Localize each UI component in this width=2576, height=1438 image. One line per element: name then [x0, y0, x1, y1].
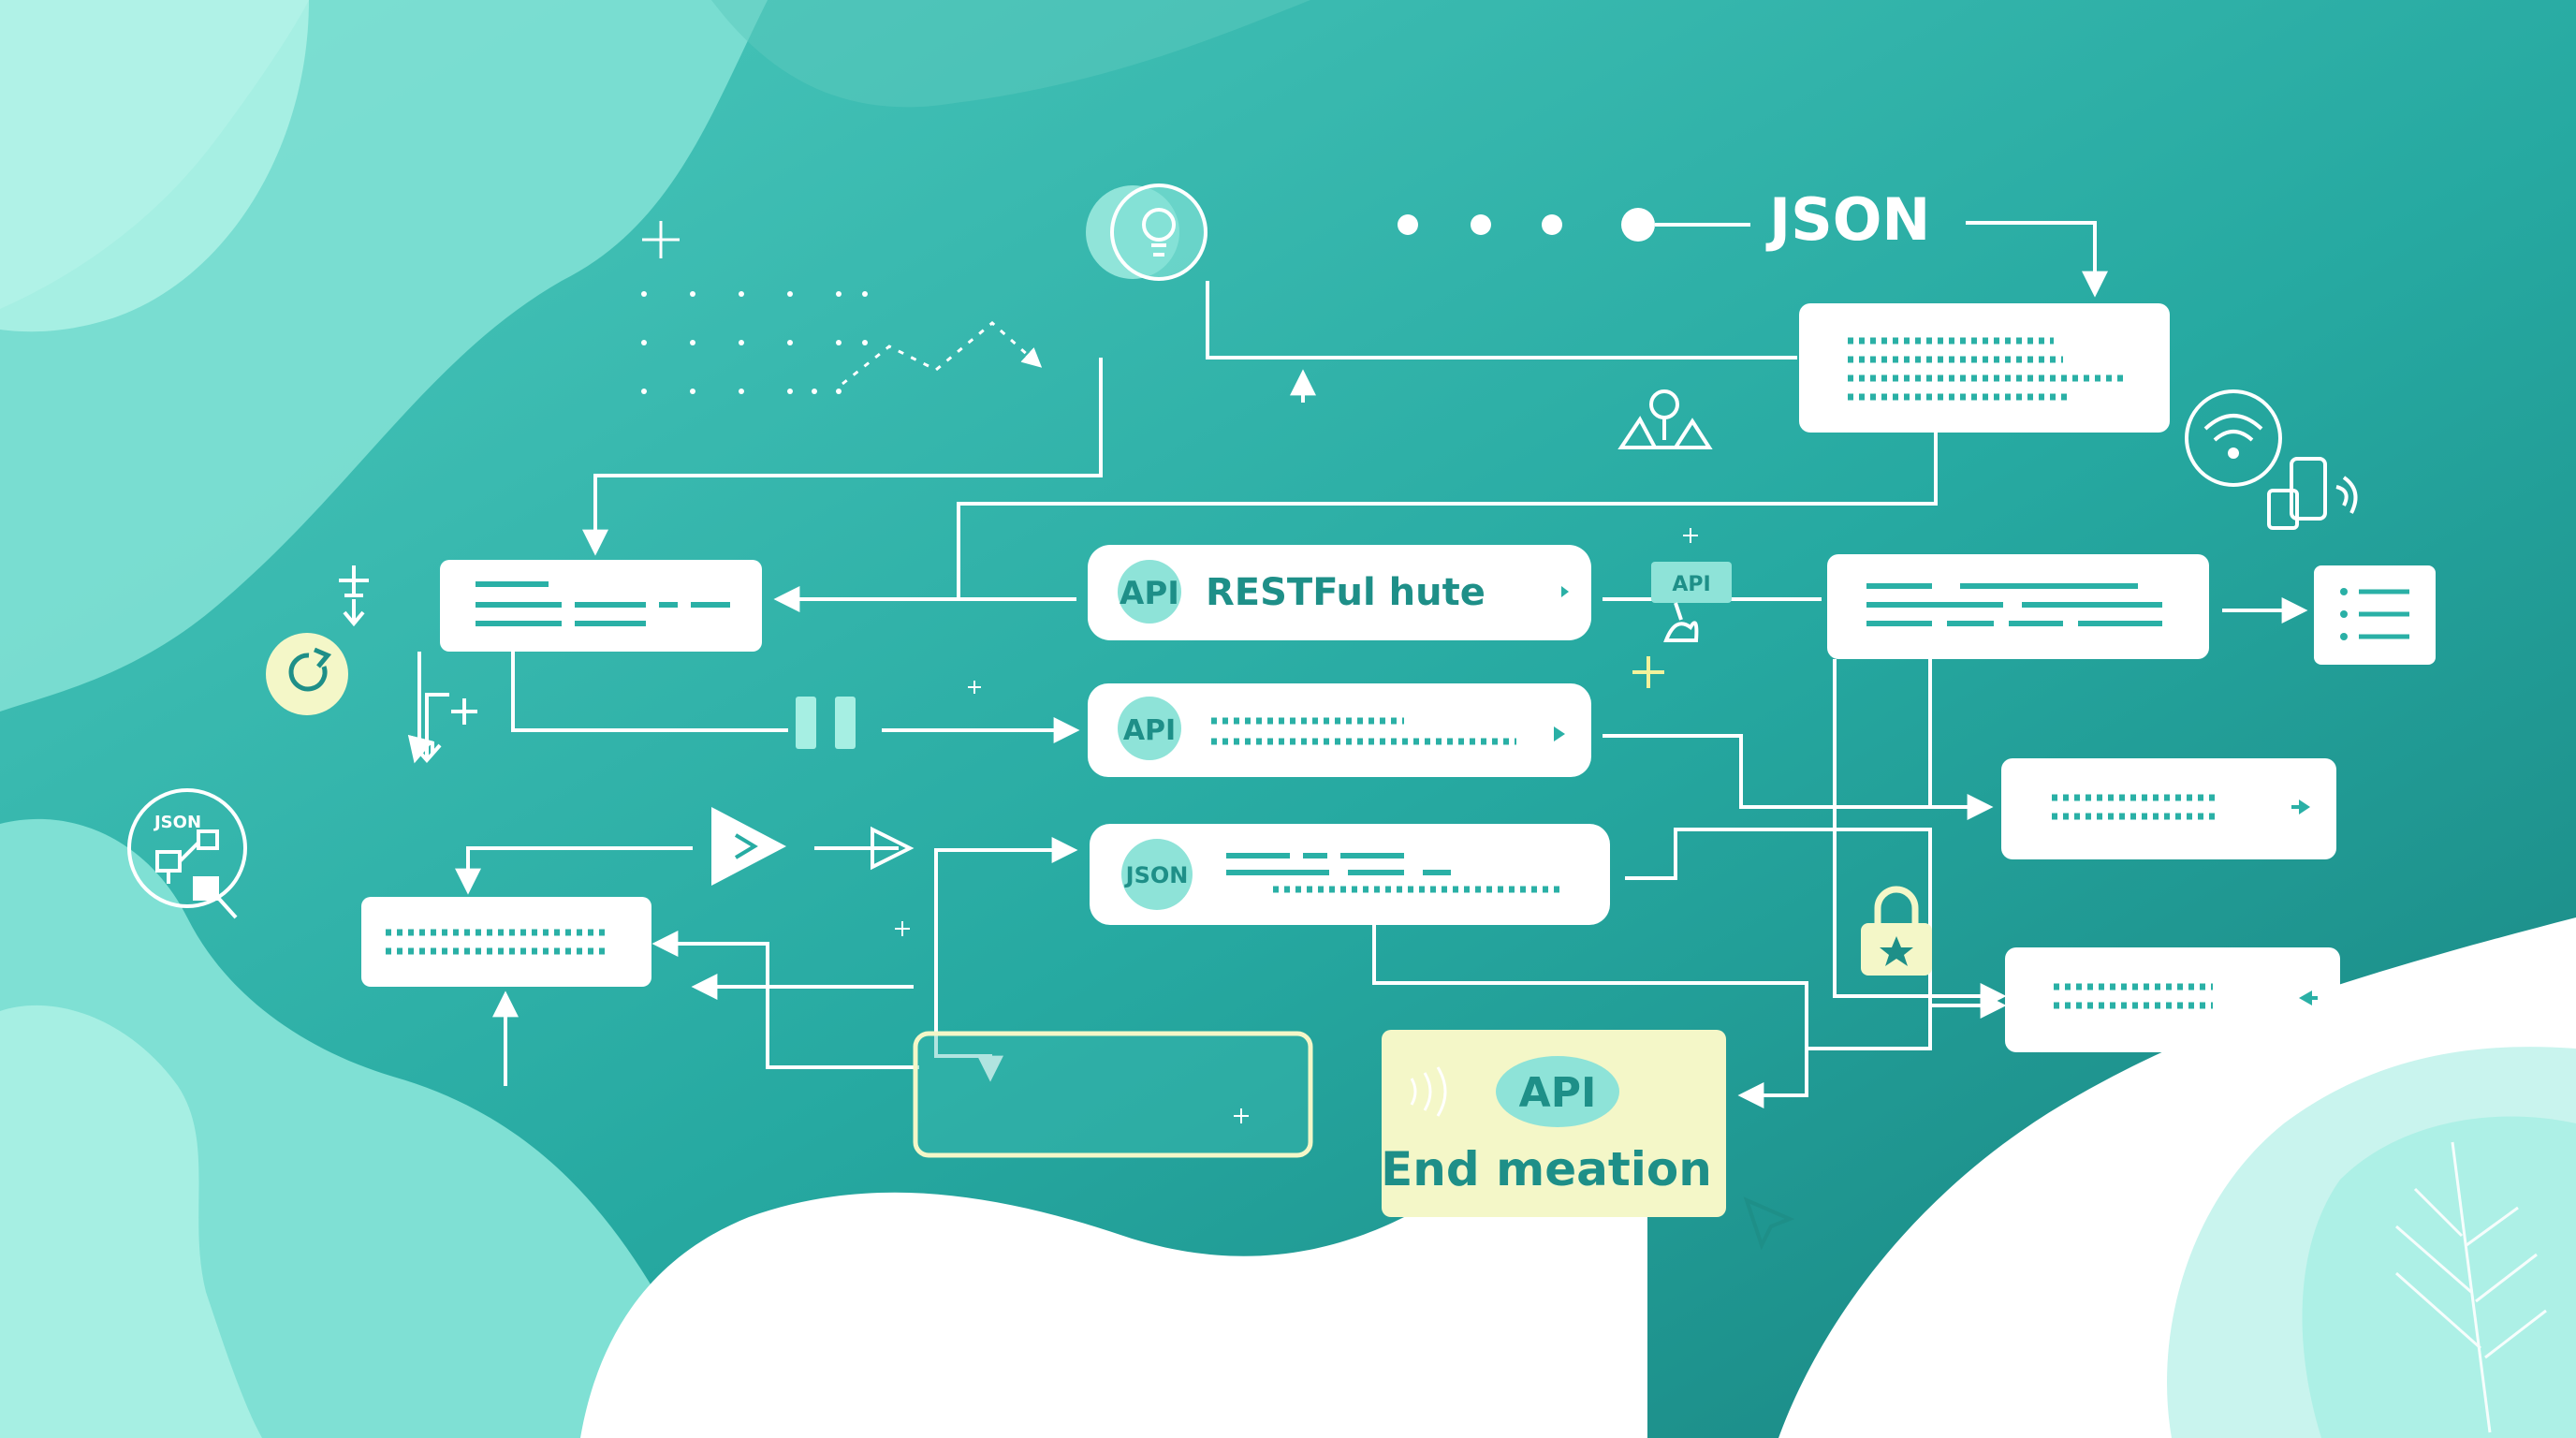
- lower-right-card: [2005, 947, 2340, 1052]
- api-restful-node[interactable]: API RESTFul hute: [1088, 545, 1591, 640]
- empty-outline-box: [913, 1031, 1313, 1158]
- refresh-icon: [266, 633, 348, 715]
- leaf-icon: [2395, 1141, 2547, 1433]
- top-right-card: [1799, 303, 2170, 433]
- timeline: [1398, 208, 1750, 242]
- plus-sign: [1632, 656, 1664, 688]
- json-diagram-icon: [127, 788, 247, 919]
- connectors: [416, 221, 2308, 1108]
- leaf-icon: [653, 1216, 834, 1433]
- pause-icon: [796, 697, 856, 749]
- plus-sign: [642, 221, 680, 258]
- json-circle-label: JSON: [153, 813, 201, 832]
- json-title: JSON: [1765, 185, 1930, 254]
- end-api-badge: API: [1519, 1069, 1597, 1117]
- list-icon: [2314, 565, 2436, 665]
- api-tag: API: [1651, 562, 1732, 642]
- wifi-icon: [2185, 389, 2282, 487]
- json-badge: JSON: [1124, 862, 1189, 888]
- end-node[interactable]: API End meation: [1381, 1030, 1726, 1217]
- left-list-card: [440, 560, 762, 652]
- api-tag-label: API: [1672, 573, 1710, 596]
- api-badge-2: API: [1123, 714, 1176, 747]
- end-label: End meation: [1381, 1142, 1712, 1196]
- cursor-icon: [1743, 1196, 1795, 1251]
- map-pin-icon: [1617, 389, 1713, 449]
- mobile-device-icon: [2267, 457, 2358, 530]
- mid-right-card: [2001, 758, 2336, 859]
- left-bottom-card: [361, 897, 651, 987]
- down-plus-icon: [412, 693, 477, 764]
- cross-arrows-icon: [339, 565, 369, 627]
- json-node[interactable]: JSON: [1090, 824, 1610, 925]
- right-list-card: [1827, 554, 2209, 659]
- sound-waves-icon: [1410, 1066, 1447, 1117]
- api-badge: API: [1120, 575, 1179, 612]
- lightbulb-icon: [1086, 183, 1208, 281]
- arrow-right-icon: [814, 826, 915, 871]
- api-dotted-node[interactable]: API: [1088, 683, 1591, 777]
- lock-icon: [1861, 886, 1932, 976]
- dot-grid: [641, 291, 868, 394]
- restful-label: RESTFul hute: [1206, 571, 1486, 614]
- play-icon: [711, 807, 786, 886]
